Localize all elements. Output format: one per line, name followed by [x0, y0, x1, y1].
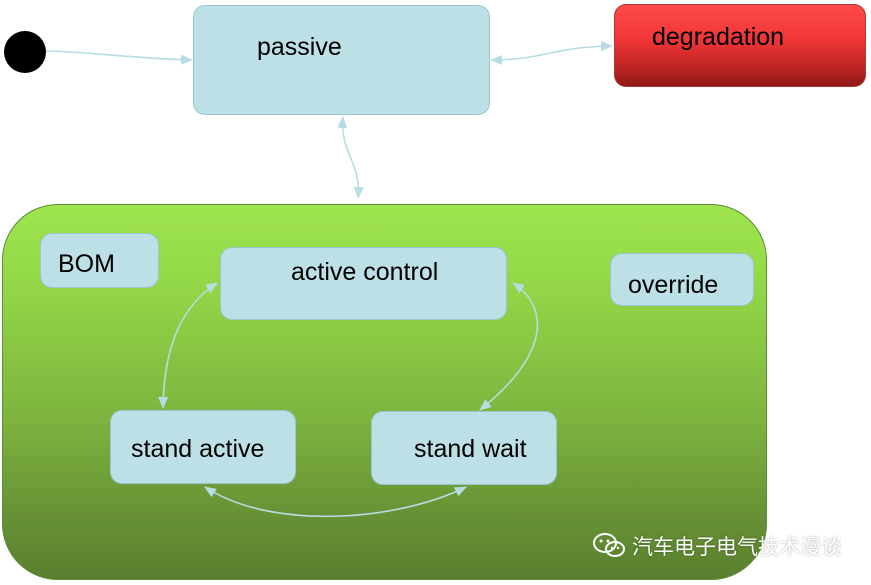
state-bom-label: BOM — [58, 250, 115, 278]
passive-superstate-arrow — [337, 116, 364, 199]
state-override-label: override — [628, 271, 719, 299]
state-stand-active-label: stand active — [131, 435, 265, 463]
state-stand-active: stand active — [110, 410, 296, 484]
state-stand-wait: stand wait — [371, 411, 557, 485]
state-active-control-label: active control — [291, 258, 439, 286]
passive-degradation-arrow — [490, 41, 613, 65]
state-bom: BOM — [40, 233, 159, 288]
active-control-stand-wait-arrow — [479, 282, 539, 411]
active-control-stand-active-arrow — [158, 282, 218, 409]
state-passive-label: passive — [257, 33, 342, 61]
wechat-icon — [593, 533, 625, 557]
watermark: 汽车电子电气技术漫谈 — [592, 533, 842, 559]
state-degradation: degradation — [614, 4, 866, 87]
stand-active-stand-wait-arrow — [204, 486, 467, 518]
state-stand-wait-label: stand wait — [414, 435, 527, 463]
state-override: override — [610, 253, 754, 306]
initial-state-node — [4, 31, 46, 73]
state-passive: passive — [193, 5, 490, 115]
state-active-control: active control — [220, 247, 507, 320]
state-degradation-label: degradation — [652, 23, 785, 51]
watermark-text: 汽车电子电气技术漫谈 — [632, 536, 842, 559]
initial-to-passive-arrow — [45, 50, 193, 65]
